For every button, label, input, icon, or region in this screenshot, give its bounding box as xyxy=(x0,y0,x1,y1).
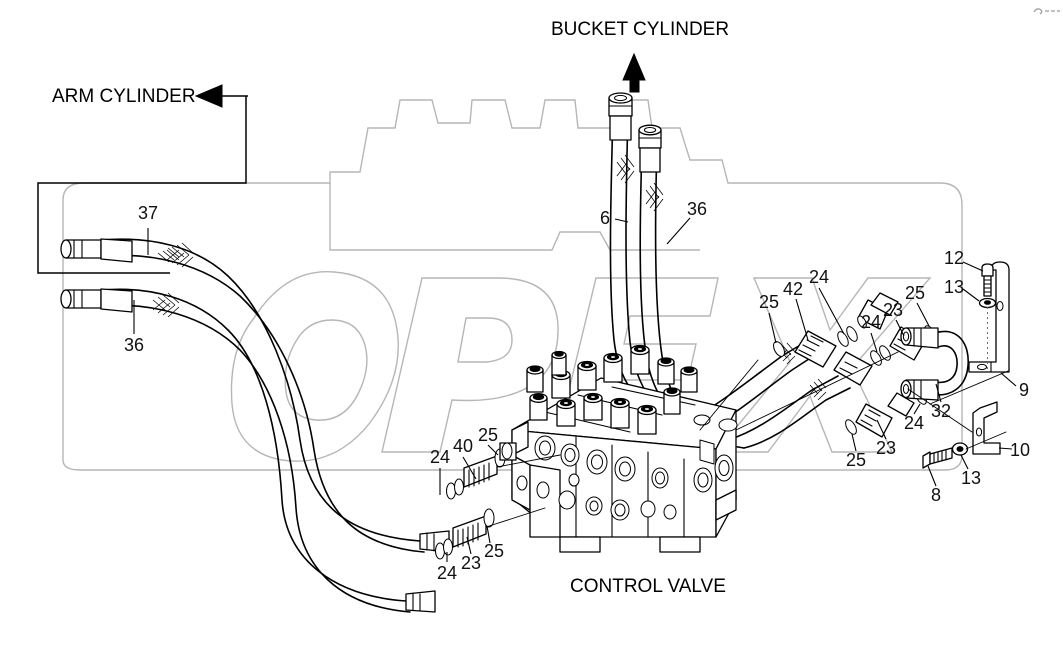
tube-assembly-32 xyxy=(900,327,969,401)
bucket-cylinder-arrow-icon xyxy=(622,52,646,93)
part-callout-9-20: 9 xyxy=(1019,380,1029,400)
part-callout-23-14: 23 xyxy=(883,300,903,320)
washer-13-top xyxy=(978,297,997,309)
part-callout-24-4: 24 xyxy=(430,447,450,467)
bucket-cylinder-label: BUCKET CYLINDER xyxy=(551,19,729,40)
hose-hatch-marker xyxy=(157,247,180,263)
part-callout-40-5: 40 xyxy=(453,436,473,456)
part-callout-10-21: 10 xyxy=(1010,440,1030,460)
part-callout-25-16: 25 xyxy=(846,450,866,470)
part-callout-24-7: 24 xyxy=(437,563,457,583)
arm-hose-lower-end-fitting xyxy=(405,508,495,613)
part-callout-37-0: 37 xyxy=(138,203,158,223)
hose-hatch-marker xyxy=(616,154,635,184)
watermark-opex-text xyxy=(230,271,932,462)
valve-front-ports xyxy=(516,414,738,521)
callout-leaders xyxy=(133,217,1017,562)
bolt-12 xyxy=(981,263,994,297)
part-callout-42-11: 42 xyxy=(783,279,803,299)
part-callout-24-13: 24 xyxy=(861,312,881,332)
part-callout-25-6: 25 xyxy=(478,425,498,445)
part-callout-13-25: 13 xyxy=(961,468,981,488)
assembly-guide-lines xyxy=(485,351,899,528)
right-mid-hose xyxy=(727,325,936,449)
arm-hose-upper xyxy=(60,238,425,553)
part-callout-25-15: 25 xyxy=(905,283,925,303)
hose-hatch-marker xyxy=(166,242,194,268)
part-callout-6-2: 6 xyxy=(600,208,610,228)
part-callout-23-17: 23 xyxy=(876,438,896,458)
washer-13-bottom xyxy=(951,442,969,456)
part-callout-25-9: 25 xyxy=(484,541,504,561)
part-callout-32-19: 32 xyxy=(931,401,951,421)
part-callout-23-8: 23 xyxy=(461,553,481,573)
arm-cylinder-bracket xyxy=(37,84,248,274)
part-callout-36-3: 36 xyxy=(687,199,707,219)
control-valve-assembly xyxy=(499,344,738,553)
bolt-8 xyxy=(922,447,953,469)
part-callout-24-12: 24 xyxy=(809,267,829,287)
corner-mark-icon xyxy=(1033,8,1060,15)
bracket-9 xyxy=(968,261,1010,373)
bracket-10 xyxy=(972,401,1001,455)
part-callout-13-23: 13 xyxy=(944,277,964,297)
part-callout-8-24: 8 xyxy=(931,485,941,505)
hose-hatch-marker xyxy=(152,292,180,318)
arm-hose-lower xyxy=(60,288,411,613)
hose-hatch-marker xyxy=(645,182,664,212)
part-callout-12-22: 12 xyxy=(944,248,964,268)
part-callout-24-18: 24 xyxy=(904,413,924,433)
right-upper-hose xyxy=(689,292,899,431)
valve-spool-stacks xyxy=(526,344,698,435)
arm-cylinder-arrow-icon xyxy=(194,84,223,108)
control-valve-label: CONTROL VALVE xyxy=(570,576,726,597)
part-callout-36-1: 36 xyxy=(124,335,144,355)
part-callout-25-10: 25 xyxy=(759,292,779,312)
arm-cylinder-label: ARM CYLINDER xyxy=(52,86,196,107)
